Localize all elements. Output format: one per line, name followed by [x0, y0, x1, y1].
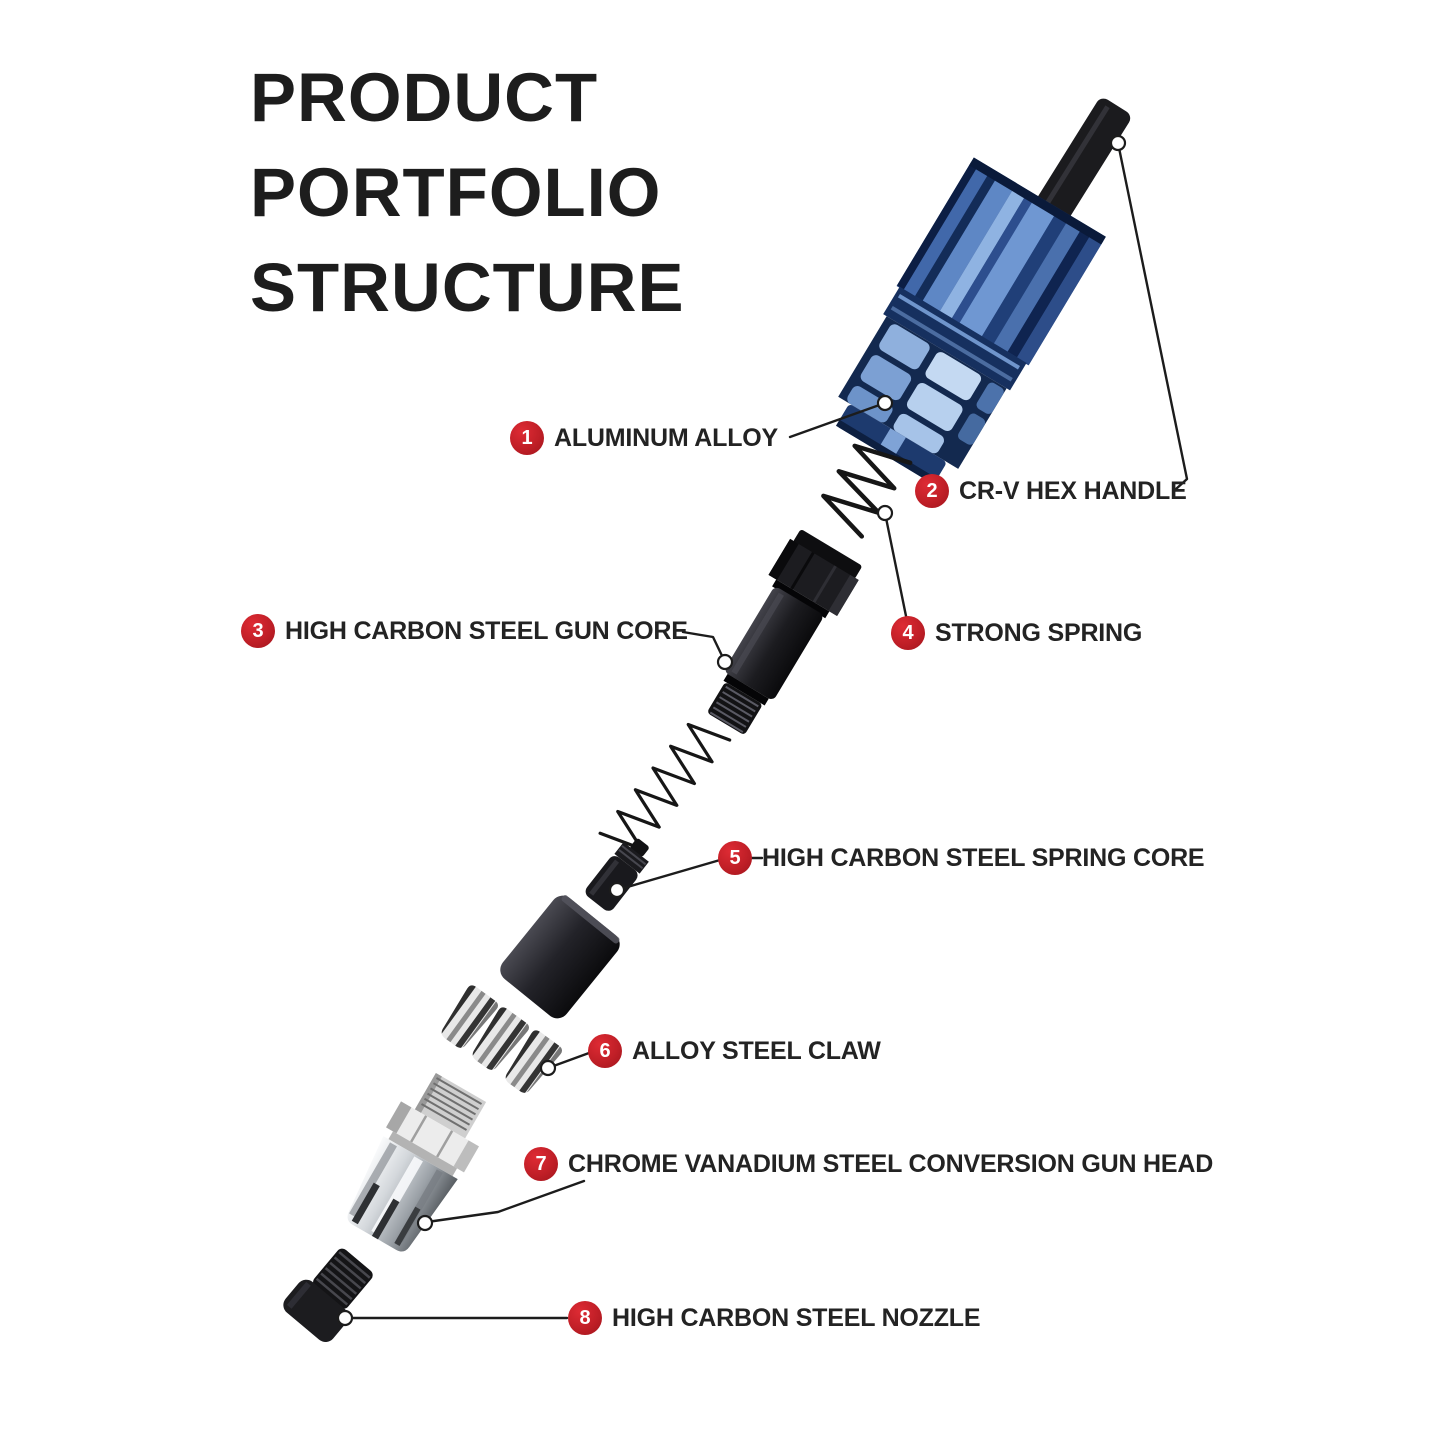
part-label-4-text: STRONG SPRING — [935, 618, 1143, 647]
part-label-6: 6 ALLOY STEEL CLAW — [588, 1034, 881, 1068]
label-number-badge-4: 4 — [891, 616, 925, 650]
part-label-4: 4 STRONG SPRING — [891, 616, 1142, 650]
part-label-2: 2 CR-V HEX HANDLE — [915, 474, 1187, 508]
part-label-7: 7 CHROME VANADIUM STEEL CONVERSION GUN H… — [524, 1147, 1213, 1181]
spring-core-part — [585, 838, 649, 911]
leader-line-7 — [425, 1179, 586, 1224]
steel-claw-part-1 — [435, 983, 501, 1053]
part-label-5-text: HIGH CARBON STEEL SPRING CORE — [762, 843, 1205, 872]
label-number-badge-8: 8 — [568, 1301, 602, 1335]
page-title-line-3: STRUCTURE — [250, 249, 685, 326]
part-label-8: 8 HIGH CARBON STEEL NOZZLE — [568, 1301, 981, 1335]
page-title: PRODUCT PORTFOLIO STRUCTURE — [250, 50, 685, 335]
conversion-gun-head-part — [347, 1073, 487, 1252]
gun-core-part — [708, 530, 862, 734]
strong-spring-part — [821, 443, 913, 539]
nozzle-part — [283, 1248, 373, 1343]
leader-line-2 — [1116, 141, 1189, 491]
part-label-3-text: HIGH CARBON STEEL GUN CORE — [285, 616, 688, 645]
part-label-8-text: HIGH CARBON STEEL NOZZLE — [612, 1303, 981, 1332]
label-number-badge-6: 6 — [588, 1034, 622, 1068]
part-label-5: 5 HIGH CARBON STEEL SPRING CORE — [718, 841, 1205, 875]
leader-line-3 — [681, 630, 727, 664]
clamp-sleeve-part — [500, 895, 620, 1019]
leader-line-4 — [883, 511, 908, 618]
label-number-badge-5: 5 — [718, 841, 752, 875]
page-title-line-2: PORTFOLIO — [250, 154, 662, 231]
leader-line-1 — [788, 401, 887, 439]
part-label-1-text: ALUMINUM ALLOY — [554, 423, 779, 452]
part-label-1: 1 ALUMINUM ALLOY — [510, 421, 778, 455]
part-label-7-text: CHROME VANADIUM STEEL CONVERSION GUN HEA… — [568, 1149, 1214, 1178]
part-label-2-text: CR-V HEX HANDLE — [959, 476, 1187, 505]
label-number-badge-2: 2 — [915, 474, 949, 508]
long-spring-part — [598, 722, 732, 851]
aluminum-body-part — [835, 157, 1106, 485]
label-number-badge-7: 7 — [524, 1147, 558, 1181]
leader-line-5 — [615, 856, 764, 892]
part-label-3: 3 HIGH CARBON STEEL GUN CORE — [241, 614, 688, 648]
label-number-badge-1: 1 — [510, 421, 544, 455]
label-number-badge-3: 3 — [241, 614, 275, 648]
page-title-line-1: PRODUCT — [250, 59, 599, 136]
leader-anchor-dots — [336, 134, 1127, 1327]
leader-lines — [344, 141, 1189, 1320]
part-label-6-text: ALLOY STEEL CLAW — [632, 1036, 881, 1065]
